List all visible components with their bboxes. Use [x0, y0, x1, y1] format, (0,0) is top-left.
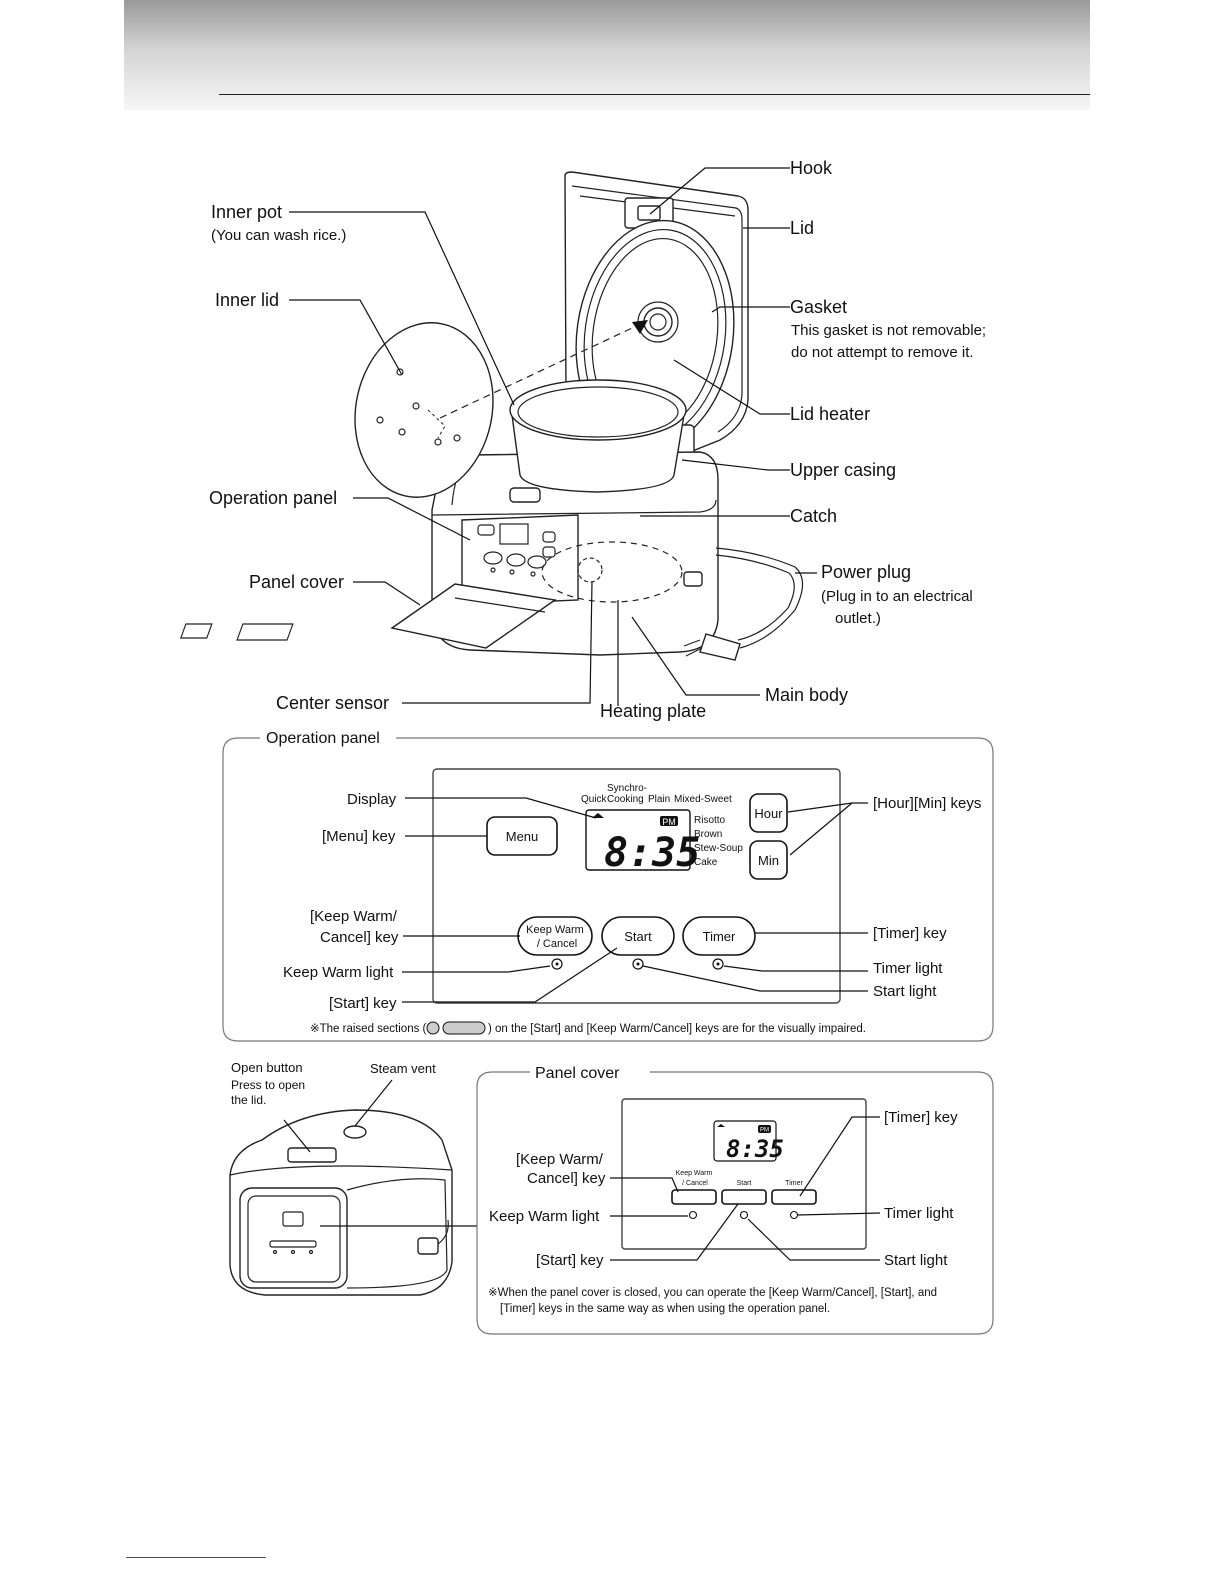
header-rule	[219, 94, 1090, 95]
pc-section-title: Panel cover	[535, 1065, 620, 1082]
op-display-time: 8:35	[604, 830, 700, 876]
pc-start-label: Start	[737, 1180, 752, 1187]
open-button-note-2: the lid.	[231, 1093, 266, 1107]
label-inner-pot: Inner pot	[211, 202, 282, 222]
op-display-pm: PM	[662, 817, 676, 827]
op-label-keep-warm-light: Keep Warm light	[283, 964, 394, 981]
pc-timer-light	[789, 1210, 799, 1220]
pc-note-line-2: [Timer] keys in the same way as when usi…	[500, 1303, 830, 1315]
op-note-suffix: ) on the [Start] and [Keep Warm/Cancel] …	[488, 1023, 866, 1035]
pc-keep-warm-light	[688, 1210, 698, 1220]
op-label-timer-light: Timer light	[873, 960, 943, 977]
pc-keep-warm-label-1: Keep Warm	[676, 1170, 713, 1177]
op-menu-synchro-2: Cooking	[607, 794, 644, 805]
label-heating-plate: Heating plate	[600, 701, 706, 721]
pc-timer-key[interactable]	[771, 1189, 817, 1205]
keep-warm-key-label-1: Keep Warm	[526, 924, 584, 936]
pc-label-start-key: [Start] key	[536, 1252, 604, 1269]
op-menu-mixed-sweet: Mixed-Sweet	[674, 794, 732, 805]
label-hook: Hook	[790, 158, 833, 178]
op-note-prefix: ※The raised sections (	[310, 1023, 427, 1035]
open-button-note-1: Press to open	[231, 1078, 305, 1092]
header-gradient-band	[124, 0, 1090, 110]
timer-key[interactable]: Timer	[682, 916, 756, 956]
op-label-timer-key: [Timer] key	[873, 925, 947, 942]
pc-display-pm: PM	[760, 1128, 769, 1134]
label-lid: Lid	[790, 218, 814, 238]
pc-timer-label: Timer	[785, 1180, 803, 1187]
label-main-body: Main body	[765, 685, 848, 705]
op-label-start-key: [Start] key	[329, 995, 397, 1012]
pc-start-light	[739, 1210, 749, 1220]
label-inner-lid: Inner lid	[215, 290, 279, 310]
label-steam-vent: Steam vent	[370, 1061, 436, 1076]
power-plug-note-2: outlet.)	[835, 610, 881, 627]
pc-display-time: 8:35	[726, 1135, 784, 1163]
label-catch: Catch	[790, 506, 837, 526]
op-label-display: Display	[347, 791, 397, 808]
menu-key[interactable]: Menu	[486, 816, 558, 856]
raised-bar-icon	[442, 1021, 486, 1035]
pc-label-keep-warm-2: Cancel] key	[527, 1170, 606, 1187]
min-key[interactable]: Min	[749, 840, 788, 880]
gasket-note-2: do not attempt to remove it.	[791, 344, 974, 361]
op-menu-plain: Plain	[648, 794, 670, 805]
label-upper-casing: Upper casing	[790, 460, 896, 480]
op-menu-brown: Brown	[694, 829, 722, 840]
keep-warm-key-label-2: / Cancel	[537, 938, 577, 950]
keep-warm-cancel-key[interactable]: Keep Warm / Cancel	[517, 916, 593, 956]
pc-label-timer-light: Timer light	[884, 1205, 954, 1222]
footer-rule	[126, 1557, 266, 1558]
op-label-hour-min: [Hour][Min] keys	[873, 795, 981, 812]
start-key[interactable]: Start	[601, 916, 675, 956]
pc-note-line-1: ※When the panel cover is closed, you can…	[488, 1287, 937, 1299]
menu-key-label: Menu	[506, 829, 539, 844]
label-operation-panel: Operation panel	[209, 488, 337, 508]
timer-key-label: Timer	[703, 929, 736, 944]
op-label-menu-key: [Menu] key	[322, 828, 396, 845]
pc-label-start-light: Start light	[884, 1252, 948, 1269]
pc-keep-warm-label-2: / Cancel	[682, 1180, 708, 1187]
op-menu-synchro-1: Synchro-	[607, 783, 647, 794]
closed-cooker-illustration	[229, 1079, 477, 1296]
label-panel-cover: Panel cover	[249, 572, 344, 592]
op-menu-quick: Quick	[581, 794, 608, 805]
label-open-button: Open button	[231, 1060, 303, 1075]
op-menu-stew-soup: Stew-Soup	[694, 843, 743, 854]
power-plug-note-1: (Plug in to an electrical	[821, 588, 973, 605]
start-key-label: Start	[624, 929, 652, 944]
rice-cooker-illustration	[179, 171, 804, 661]
op-label-keep-warm-1: [Keep Warm/	[310, 908, 398, 925]
pc-label-keep-warm-light: Keep Warm light	[489, 1208, 600, 1225]
label-center-sensor: Center sensor	[276, 693, 389, 713]
operation-panel-section: PM 8:35 Synchro- Cooking Quick Plain Mix…	[222, 730, 994, 1042]
pc-label-keep-warm-1: [Keep Warm/	[516, 1151, 604, 1168]
label-lid-heater: Lid heater	[790, 404, 870, 424]
hour-key[interactable]: Hour	[749, 793, 788, 833]
panel-cover-section: PM 8:35 Keep Warm / Cancel Start Timer P…	[476, 1065, 994, 1335]
main-leader-lines	[289, 167, 817, 706]
pc-label-timer-key: [Timer] key	[884, 1109, 958, 1126]
gasket-note-1: This gasket is not removable;	[791, 322, 986, 339]
min-key-label: Min	[758, 853, 779, 868]
raised-dot-icon	[426, 1021, 440, 1035]
op-section-title: Operation panel	[266, 730, 380, 747]
label-gasket: Gasket	[790, 297, 847, 317]
op-menu-cake: Cake	[694, 857, 718, 868]
pc-keep-warm-key[interactable]	[671, 1189, 717, 1205]
op-label-start-light: Start light	[873, 983, 937, 1000]
inner-pot-note: (You can wash rice.)	[211, 227, 346, 244]
label-power-plug: Power plug	[821, 562, 911, 582]
hour-key-label: Hour	[754, 806, 783, 821]
op-menu-risotto: Risotto	[694, 815, 726, 826]
op-label-keep-warm-2: Cancel] key	[320, 929, 399, 946]
pc-start-key[interactable]	[721, 1189, 767, 1205]
